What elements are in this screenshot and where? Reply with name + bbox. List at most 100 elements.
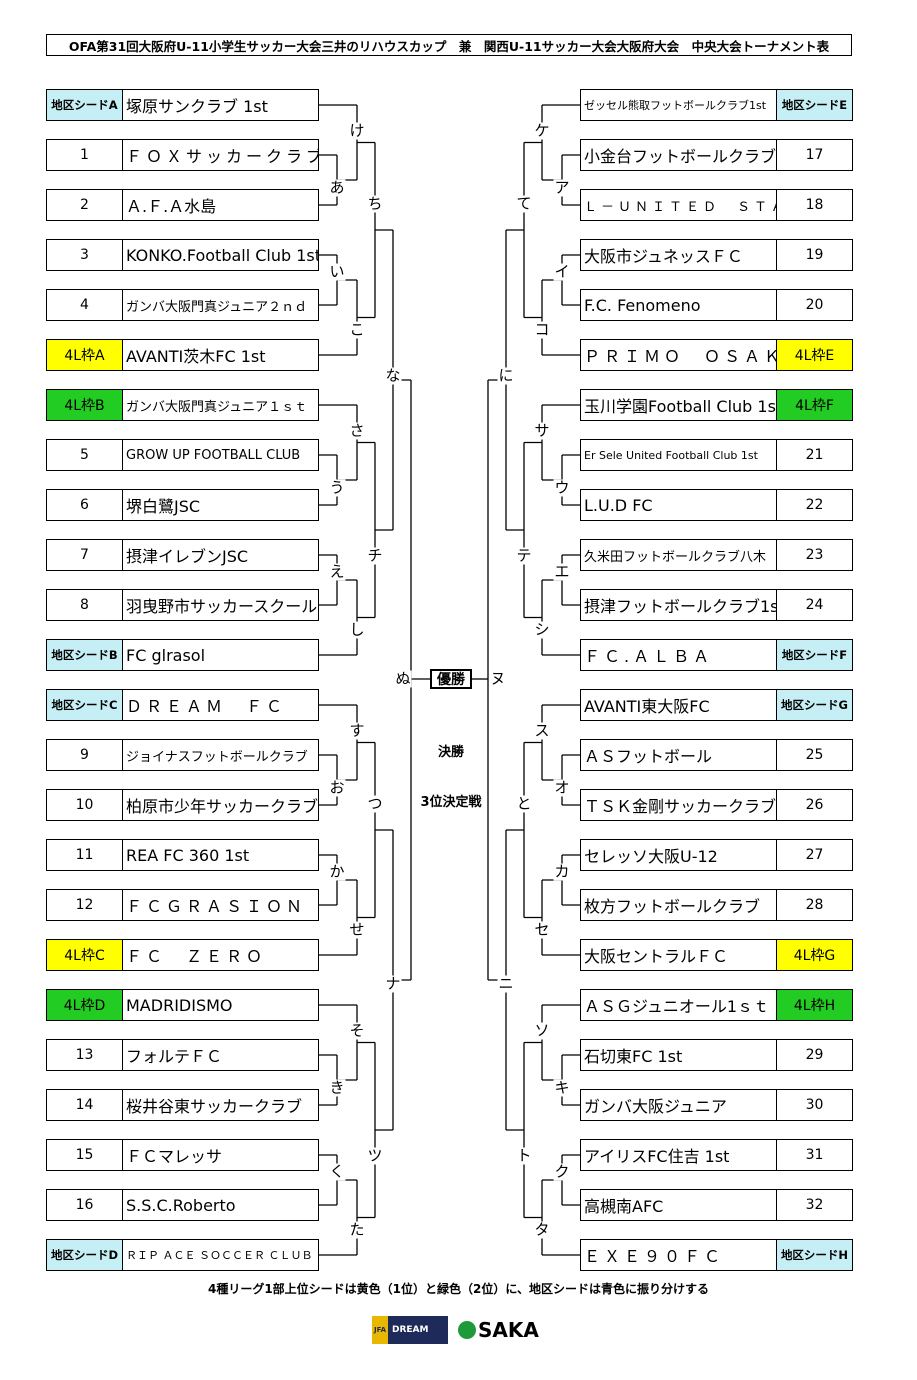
- match-label: つ: [366, 794, 384, 813]
- team-name: ＥＸＥ９０ＦＣ: [584, 1247, 725, 1266]
- seed-cell: 27: [776, 840, 852, 870]
- team-name: S.S.C.Roberto: [126, 1195, 236, 1215]
- team-name: ＡＳＧジュニオール1ｓｔ: [584, 997, 770, 1016]
- team-name: セレッソ大阪U-12: [584, 847, 718, 866]
- seed-cell: 8: [47, 590, 123, 620]
- match-label: ぬ: [394, 669, 412, 688]
- team-name: 石切東FC 1st: [584, 1047, 683, 1066]
- team-name: 摂津イレブンJSC: [126, 547, 249, 566]
- seed-cell: 14: [47, 1090, 123, 1120]
- right-team-row: AVANTI東大阪FC 地区シードG: [580, 689, 853, 721]
- seed-cell: 4L枠D: [47, 990, 123, 1020]
- seed-cell: 17: [776, 140, 852, 170]
- match-label: ア: [553, 178, 571, 197]
- match-label: し: [348, 620, 366, 638]
- match-label: コ: [533, 320, 551, 338]
- match-label: ウ: [553, 478, 571, 497]
- match-label: ク: [553, 1162, 571, 1181]
- match-label: オ: [553, 778, 571, 797]
- seed-cell: 32: [776, 1190, 852, 1220]
- seed-cell: 4L枠E: [776, 340, 852, 370]
- seed-cell: 地区シードE: [776, 90, 852, 120]
- match-label: ツ: [366, 1146, 384, 1165]
- seed-cell: 地区シードG: [776, 690, 852, 720]
- seed-cell: 19: [776, 240, 852, 270]
- seed-cell: 13: [47, 1040, 123, 1070]
- team-name: 桜井谷東サッカークラブ: [126, 1097, 303, 1116]
- right-team-row: 大阪市ジュネッスＦＣ 19: [580, 239, 853, 271]
- seed-cell: 2: [47, 190, 123, 220]
- jfa-dream-logo: JFA DREAM: [372, 1316, 448, 1344]
- soccer-ball-icon: [458, 1321, 476, 1339]
- seed-cell: 15: [47, 1140, 123, 1170]
- final-match-label: 決勝: [437, 745, 465, 760]
- seed-cell: 地区シードA: [47, 90, 123, 120]
- team-name: AVANTI東大阪FC: [584, 697, 710, 716]
- team-name: GROW UP FOOTBALL CLUB: [126, 447, 301, 463]
- match-label: ト: [515, 1146, 533, 1165]
- seed-cell: 7: [47, 540, 123, 570]
- team-name: ガンバ大阪ジュニア: [584, 1097, 727, 1116]
- dream-text: DREAM: [392, 1325, 429, 1335]
- seed-cell: 26: [776, 790, 852, 820]
- team-name: ＰＲＩＭＯ ＯＳＡＫＡ: [584, 347, 776, 366]
- third-place-match-label: 3位決定戦: [420, 795, 482, 810]
- match-label: く: [328, 1162, 346, 1181]
- team-name: 大阪市ジュネッスＦＣ: [584, 247, 743, 266]
- team-name: 大阪セントラルＦＣ: [584, 947, 729, 966]
- team-name: ＦＣマレッサ: [126, 1147, 223, 1166]
- match-label: タ: [533, 1220, 551, 1238]
- team-name: Ｌ－ＵＮＩＴＥＤ ＳＴＡＲＳ: [584, 199, 776, 215]
- match-label: ち: [366, 194, 384, 213]
- match-label: あ: [328, 178, 346, 197]
- seed-cell: 12: [47, 890, 123, 920]
- right-team-row: 枚方フットボールクラブ 28: [580, 889, 853, 921]
- seed-cell: 地区シードF: [776, 640, 852, 670]
- right-team-row: Ｌ－ＵＮＩＴＥＤ ＳＴＡＲＳ18: [580, 189, 853, 221]
- sponsor-logos: JFA DREAM SAKA: [372, 1316, 539, 1344]
- team-name: Er Sele United Football Club 1st: [584, 448, 758, 462]
- seed-cell: 1: [47, 140, 123, 170]
- match-label: に: [497, 366, 515, 385]
- seed-cell: 28: [776, 890, 852, 920]
- seed-cell: 4L枠B: [47, 390, 123, 420]
- match-label: エ: [553, 562, 571, 581]
- match-label: ヌ: [489, 669, 507, 688]
- right-team-row: セレッソ大阪U-12 27: [580, 839, 853, 871]
- match-label: て: [515, 194, 533, 213]
- match-label: せ: [348, 920, 366, 938]
- match-label: お: [328, 778, 346, 797]
- team-name: ＦＣ.ＡＬＢＡ: [584, 647, 714, 666]
- team-name: 摂津フットボールクラブ1st: [584, 597, 776, 616]
- team-name: ＡＳフットボール: [584, 747, 713, 766]
- team-name: ジョイナスフットボールクラブ: [126, 749, 308, 765]
- team-name: 枚方フットボールクラブ: [584, 897, 761, 916]
- match-label: こ: [348, 320, 366, 338]
- team-name: ＦＣＧＲＡＳＩＯＮ: [126, 897, 307, 916]
- team-name: FC glrasol: [126, 645, 206, 665]
- team-name: ＲＩＰ ＡＣＥ ＳＯＣＣＥＲ ＣＬＵＢ: [126, 1249, 313, 1262]
- team-name: ＦＣ ＺＥＲＯ: [126, 947, 267, 966]
